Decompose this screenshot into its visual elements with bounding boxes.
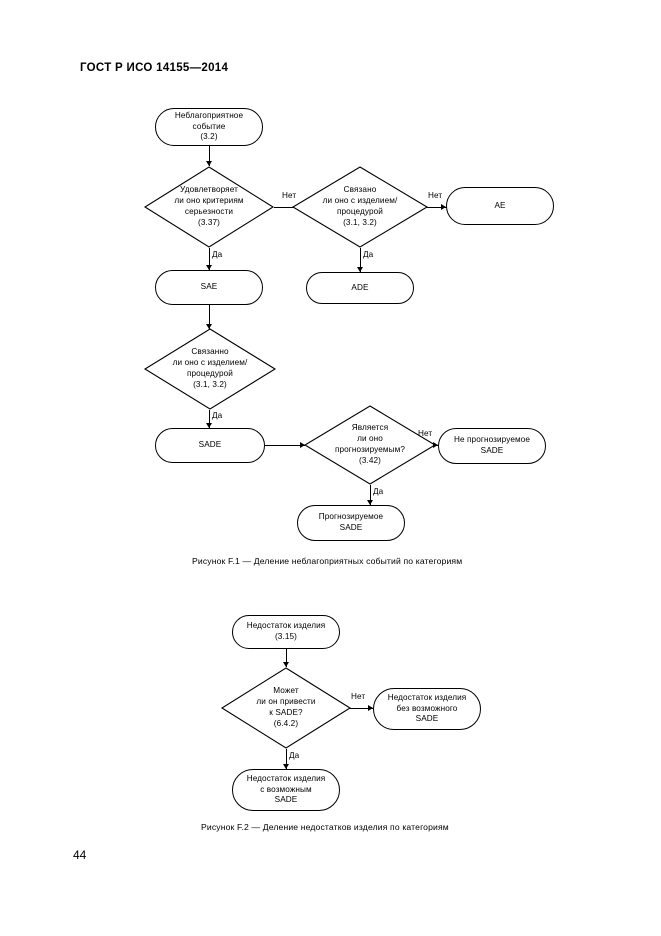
edge-label-related-top-yes: Да <box>363 250 374 259</box>
decision-seriousness-line2: ли оно критериям <box>174 196 244 206</box>
decision-related-mid: Связанно ли оно с изделием/ процедурой (… <box>143 328 277 410</box>
node-unanticipated-sade-line2: SADE <box>480 446 504 455</box>
node-sae-label: SAE <box>200 282 218 292</box>
node-device-deficiency-line1: Недостаток изделия <box>246 621 326 631</box>
node-deficiency-with-sade-line2: с возможным <box>260 784 312 794</box>
edge-related-mid-yes <box>208 410 210 428</box>
decision-related-top-label: Связано ли оно с изделием/ процедурой (3… <box>292 166 428 248</box>
node-adverse-event: Неблагоприятное событие (3.2) <box>155 108 263 146</box>
decision-anticipated: Является ли оно прогнозируемым? (3.42) <box>303 405 437 485</box>
decision-could-lead-to-sade: Может ли он привести к SADE? (6.4.2) <box>220 667 352 749</box>
decision-could-lead-line3: к SADE? <box>269 708 303 717</box>
edge-could-lead-yes <box>285 749 287 769</box>
decision-seriousness-line3: серьезности <box>184 207 234 216</box>
decision-related-mid-line3: процедурой <box>187 369 233 378</box>
decision-anticipated-line2: ли оно <box>357 434 383 444</box>
decision-seriousness-label: Удовлетворяет ли оно критериям серьезнос… <box>144 166 274 248</box>
arrow-deficiency-to-decision <box>283 662 289 667</box>
edge-label-related-mid-yes: Да <box>212 411 223 420</box>
decision-seriousness-line4: (3.37) <box>198 217 220 227</box>
decision-related-top-line3: процедурой <box>337 207 383 216</box>
node-unanticipated-sade-line1: Не прогнозируемое <box>453 435 531 445</box>
edge-anticipated-yes <box>369 485 371 505</box>
node-sade-label: SADE <box>198 440 222 450</box>
decision-seriousness: Удовлетворяет ли оно критериям серьезнос… <box>143 166 275 248</box>
node-deficiency-with-sade-line1: Недостаток изделия <box>246 773 326 783</box>
decision-anticipated-line3: прогнозируемым? <box>334 445 406 454</box>
node-ae: AE <box>446 187 554 225</box>
decision-related-mid-line2: ли оно с изделием/ <box>172 358 248 368</box>
node-adverse-event-line3: (3.2) <box>200 132 218 142</box>
node-deficiency-without-sade-line3: SADE <box>415 714 439 724</box>
node-ade-label: ADE <box>351 282 369 292</box>
node-adverse-event-line1: Неблагоприятное <box>174 110 244 120</box>
arrow-seriousness-yes <box>206 265 212 270</box>
node-device-deficiency: Недостаток изделия (3.15) <box>232 615 340 649</box>
arrow-anticipated-no <box>433 442 438 448</box>
arrow-sade-to-anticipated <box>300 442 305 448</box>
edge-label-could-lead-no: Нет <box>351 692 366 701</box>
edge-label-seriousness-yes: Да <box>212 250 223 259</box>
edge-seriousness-yes <box>208 248 210 270</box>
figure-1-caption: Рисунок F.1 — Деление неблагоприятных со… <box>192 556 463 566</box>
decision-could-lead-line1: Может <box>273 686 299 696</box>
arrow-related-top-no <box>441 204 446 210</box>
arrow-could-lead-no <box>368 705 373 711</box>
edge-deficiency-to-decision <box>285 649 287 667</box>
edge-sae-to-related-mid <box>208 305 210 329</box>
decision-could-lead-line4: (6.4.2) <box>273 718 299 728</box>
arrow-could-lead-yes <box>283 764 289 769</box>
node-sae: SAE <box>155 270 263 305</box>
edge-related-top-yes <box>359 248 361 272</box>
decision-related-top-line4: (3.1, 3.2) <box>343 217 377 227</box>
arrow-sae-to-related-mid <box>206 324 212 329</box>
decision-anticipated-label: Является ли оно прогнозируемым? (3.42) <box>304 405 436 485</box>
node-deficiency-with-sade-line3: SADE <box>274 795 298 805</box>
decision-could-lead-to-sade-label: Может ли он привести к SADE? (6.4.2) <box>221 667 351 749</box>
decision-could-lead-line2: ли он привести <box>256 697 316 707</box>
node-deficiency-without-sade-line1: Недостаток изделия <box>387 692 467 702</box>
edge-label-anticipated-no: Нет <box>418 429 433 438</box>
arrow-adverse-to-seriousness <box>206 161 212 166</box>
decision-anticipated-line1: Является <box>351 423 389 433</box>
node-deficiency-without-sade-line2: без возможного <box>396 703 458 713</box>
node-deficiency-with-sade: Недостаток изделия с возможным SADE <box>232 769 340 811</box>
node-adverse-event-line2: событие <box>192 121 226 131</box>
node-anticipated-sade: Прогнозируемое SADE <box>297 505 405 541</box>
decision-related-mid-line1: Связанно <box>191 347 229 357</box>
arrow-related-mid-yes <box>206 423 212 428</box>
edge-label-could-lead-yes: Да <box>289 751 300 760</box>
figure-1-flowchart: Неблагоприятное событие (3.2) Удовлетвор… <box>143 108 554 541</box>
edge-could-lead-no <box>350 707 376 709</box>
decision-related-mid-label: Связанно ли оно с изделием/ процедурой (… <box>144 328 276 410</box>
node-ade: ADE <box>306 272 414 304</box>
node-anticipated-sade-line1: Прогнозируемое <box>318 512 384 522</box>
decision-related-mid-line4: (3.1, 3.2) <box>193 379 227 389</box>
edge-label-seriousness-no: Нет <box>282 191 297 200</box>
decision-related-top-line1: Связано <box>343 185 377 195</box>
arrow-related-top-yes <box>357 267 363 272</box>
node-unanticipated-sade: Не прогнозируемое SADE <box>438 428 546 464</box>
figure-2-flowchart: Недостаток изделия (3.15) Может ли он пр… <box>220 615 481 811</box>
document-header: ГОСТ Р ИСО 14155—2014 <box>80 62 229 74</box>
edge-adverse-to-seriousness <box>208 146 210 166</box>
node-deficiency-without-sade: Недостаток изделия без возможного SADE <box>373 688 481 730</box>
edge-related-top-no <box>427 206 447 208</box>
decision-related-top: Связано ли оно с изделием/ процедурой (3… <box>291 166 429 248</box>
decision-seriousness-line1: Удовлетворяет <box>180 185 238 195</box>
decision-related-top-line2: ли оно с изделием/ <box>322 196 398 206</box>
node-ae-label: AE <box>494 200 506 210</box>
figure-2-caption: Рисунок F.2 — Деление недостатков издели… <box>201 822 449 832</box>
edge-label-related-top-no: Нет <box>428 191 443 200</box>
edge-label-anticipated-yes: Да <box>373 487 384 496</box>
node-device-deficiency-line2: (3.15) <box>274 632 297 641</box>
node-sade: SADE <box>155 428 265 463</box>
page-number: 44 <box>73 848 87 862</box>
node-anticipated-sade-line2: SADE <box>339 523 363 532</box>
decision-anticipated-line4: (3.42) <box>359 455 381 465</box>
arrow-anticipated-yes <box>367 500 373 505</box>
edge-sade-to-anticipated <box>265 444 305 446</box>
